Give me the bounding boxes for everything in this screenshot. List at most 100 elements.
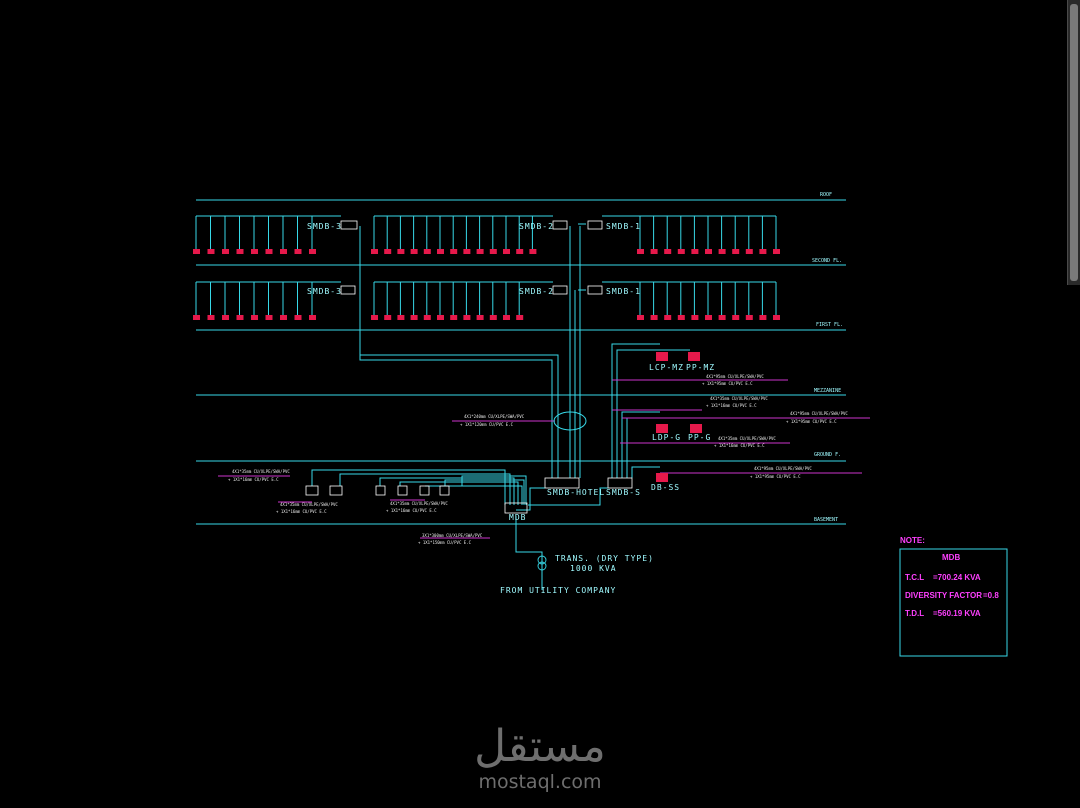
smdb3-first-panel: [207, 315, 215, 320]
cable-spec: + 1X1*16mm CU/PVC E.C: [706, 403, 757, 408]
smdb-hotel-symbol: [544, 477, 580, 489]
smdb-hotel-label: SMDB-HOTEL: [547, 488, 605, 497]
mdb-label: MDB: [509, 513, 526, 522]
smdb3-first-panel: [222, 315, 229, 320]
smdb3-first-label: SMDB-3: [307, 287, 342, 296]
lcp-mz-label: LCP-MZ: [649, 363, 684, 372]
smdb2-second-panel: [410, 249, 418, 254]
smdb2-second-panel: [476, 249, 484, 254]
smdb2-second-symbol: [552, 220, 568, 230]
cable-spec: 4X1*95mm CU/XLPE/SWA/PVC: [706, 374, 764, 379]
db-ss-symbol: [656, 473, 668, 482]
db-ss-label: DB-SS: [651, 483, 680, 492]
smdb3-second-panel: [222, 249, 229, 254]
smdb3-second-panel: [251, 249, 258, 254]
smdb2-first-symbol: [552, 285, 568, 295]
cable-spec: + 1X1*95mm CU/PVC E.C: [702, 381, 753, 386]
cable-spec: + 1X1*16mm CU/PVC E.C: [714, 443, 765, 448]
smdb3-second-symbol: [340, 220, 358, 230]
smdb3-first-panel: [265, 315, 273, 320]
note-box: [899, 548, 1008, 657]
watermark-logo-arabic: مستقل: [474, 721, 606, 772]
cable-spec: 4X1*35mm CU/XLPE/SWA/PVC: [280, 502, 338, 507]
cable-spec: + 1X1*150mm CU/PVC E.C: [418, 540, 472, 545]
smdb2-second-label: SMDB-2: [519, 222, 554, 231]
smdb1-second-panel: [650, 249, 658, 254]
smdb2-first-panel: [410, 315, 418, 320]
cable-spec: + 1X1*120mm CU/PVC E.C: [460, 422, 514, 427]
smdb1-first-panel: [732, 315, 740, 320]
smdb2-first-panel: [489, 315, 497, 320]
smdb1-second-panel: [677, 249, 685, 254]
transformer-rating-label: 1000 KVA: [570, 564, 617, 573]
cable-spec: + 1X1*95mm CU/PVC E.C: [750, 474, 801, 479]
smdb1-second-panel: [691, 249, 699, 254]
cable-spec: 4X1*35mm CU/XLPE/SWA/PVC: [718, 436, 776, 441]
cable-junction: [553, 411, 587, 431]
smdb3-second-label: SMDB-3: [307, 222, 342, 231]
utility-label: FROM UTILITY COMPANY: [500, 586, 616, 595]
smdb1-second-panel: [745, 249, 753, 254]
note-label: NOTE:: [900, 536, 925, 545]
smdb1-first-panel: [637, 315, 644, 320]
smdb3-second-panel: [265, 249, 273, 254]
mdb-to-smdb-hotel: [516, 487, 545, 511]
scrollbar-thumb[interactable]: [1070, 4, 1078, 281]
smdb2-first-panel: [384, 315, 392, 320]
ldp-g-symbol: [656, 424, 668, 433]
transformer-symbol-top: [537, 555, 547, 565]
smdb-s-symbol: [607, 477, 633, 489]
ldp-g-label: LDP-G: [652, 433, 681, 442]
smdb2-first-panel: [437, 315, 444, 320]
smdb1-second-label: SMDB-1: [606, 222, 641, 231]
basement-label: BASEMENT: [814, 517, 838, 523]
smdb2-second-panel: [371, 249, 378, 254]
ground-floor-label: GROUND F.: [814, 452, 841, 458]
smdb3-first-panel: [251, 315, 258, 320]
incomer-cable: [515, 516, 543, 590]
smdb-s-label: SMDB-S: [606, 488, 641, 497]
riser-smdb1: [578, 223, 586, 291]
smdb2-first-panel: [371, 315, 378, 320]
smdb1-second-panel: [637, 249, 644, 254]
smdb3-second-panel: [309, 249, 316, 254]
watermark-logo-latin: mostaql.com: [478, 771, 602, 793]
smdb1-first-symbol: [587, 285, 603, 295]
smdb3-first-panel: [280, 315, 287, 320]
smdb3-first-panel: [236, 315, 244, 320]
df-label: DIVERSITY FACTOR: [905, 591, 982, 600]
smdb2-second-panel: [423, 249, 431, 254]
smdb2-second-panel: [529, 249, 537, 254]
cable-spec: + 1X1*16mm CU/PVC E.C: [276, 509, 327, 514]
smdb3-second-panel: [294, 249, 302, 254]
cable-spec: 4X1*95mm CU/XLPE/SWA/PVC: [790, 411, 848, 416]
smdb3-first-panel: [309, 315, 316, 320]
mdb-to-ground-panels: [311, 469, 527, 505]
smdb2-second-panel: [489, 249, 497, 254]
smdb2-first-panel: [423, 315, 431, 320]
smdb1-second-panel: [705, 249, 712, 254]
pp-mz-symbol: [688, 352, 700, 361]
mdb-symbol: [504, 502, 528, 514]
roof-label: ROOF: [820, 192, 832, 198]
smdb1-first-panel: [759, 315, 767, 320]
scrollbar[interactable]: [1067, 0, 1080, 285]
smdb3-first-symbol: [340, 285, 356, 295]
transformer-symbol-bottom: [537, 561, 547, 571]
smdb2-second-panel: [397, 249, 405, 254]
riser-smdb3: [359, 226, 559, 478]
smdb2-second-panel: [516, 249, 524, 254]
tcl-label: T.C.L: [905, 573, 924, 582]
riser-smdb-s: [611, 343, 695, 478]
smdb2-second-panel: [450, 249, 458, 254]
smdb1-first-panel: [664, 315, 672, 320]
cable-spec: + 1X1*16mm CU/PVC E.C: [228, 477, 279, 482]
cable-spec: 4X1*35mm CU/XLPE/SWA/PVC: [390, 501, 448, 506]
smdb1-first-panel: [677, 315, 685, 320]
mezzanine-label: MEZZANINE: [814, 388, 841, 394]
df-value: =0.8: [983, 591, 999, 600]
mdb-to-smdb-s: [528, 487, 608, 506]
smdb1-first-label: SMDB-1: [606, 287, 641, 296]
smdb2-second-panel: [384, 249, 392, 254]
cable-spec: + 1X1*95mm CU/PVC E.C: [786, 419, 837, 424]
